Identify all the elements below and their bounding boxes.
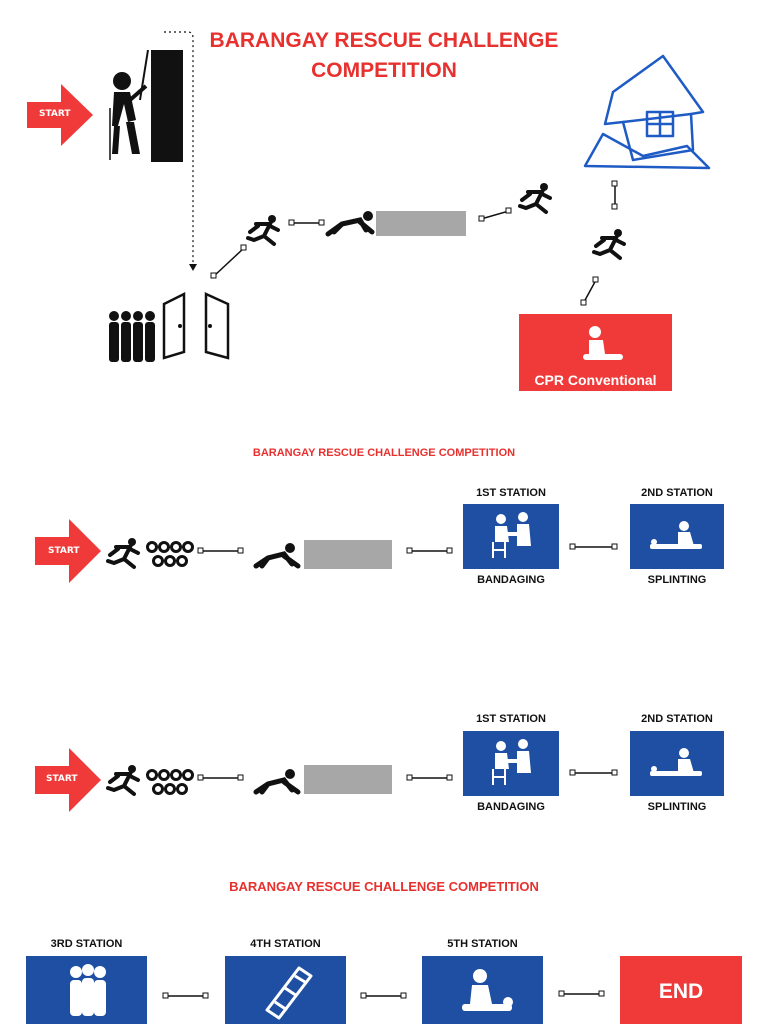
connector [569, 543, 618, 550]
station2-label: SPLINTING [647, 801, 707, 813]
section1-title-line2: COMPETITION [311, 59, 457, 82]
splinting-icon [650, 748, 702, 776]
station2-label: SPLINTING [647, 574, 707, 586]
bandaging-icon [492, 739, 531, 785]
station1-label: BANDAGING [477, 801, 545, 813]
station2-box [630, 731, 724, 796]
tires-icon [146, 541, 194, 567]
connector [406, 774, 453, 781]
crawler-icon [325, 211, 375, 237]
collapsed-house-icon [583, 54, 711, 170]
start-label: START [46, 774, 78, 784]
connector [569, 769, 618, 776]
station4-heading: 4TH STATION [250, 938, 321, 950]
section4-title: BARANGAY RESCUE CHALLENGE COMPETITION [229, 879, 539, 894]
cpr-station-box: CPR Conventional [519, 314, 672, 391]
section1-title-line1: BARANGAY RESCUE CHALLENGE [209, 29, 559, 52]
connector [288, 219, 325, 226]
cpr-label: CPR Conventional [534, 372, 657, 388]
start-arrow [27, 84, 93, 146]
start-label: START [48, 546, 80, 556]
group-carry-icon [70, 964, 106, 1016]
crowd-doors-icon [109, 291, 230, 362]
cpr-icon [462, 969, 513, 1011]
start-arrow [35, 748, 101, 812]
connector [210, 244, 247, 279]
station5-heading: 5TH STATION [447, 938, 518, 950]
station3-heading: 3RD STATION [50, 938, 123, 950]
crawler-icon [253, 769, 301, 795]
descent-path [164, 31, 197, 271]
section1-title: BARANGAY RESCUE CHALLENGE COMPETITION [180, 26, 588, 86]
runner-icon [106, 538, 140, 569]
station2-heading: 2ND STATION [641, 713, 713, 725]
crawl-tunnel [376, 211, 466, 236]
cpr-icon [583, 326, 623, 360]
bandaging-icon [492, 512, 531, 558]
runner-icon [246, 215, 280, 246]
station1-box [463, 504, 559, 569]
climber-wall-icon [109, 49, 183, 162]
station2-heading: 2ND STATION [641, 487, 713, 499]
connector [360, 992, 407, 999]
station4-box [225, 956, 346, 1024]
station1-label: BANDAGING [477, 574, 545, 586]
connector [478, 207, 512, 222]
runner-icon [106, 765, 140, 796]
station1-heading: 1ST STATION [476, 487, 546, 499]
spine-board-icon [265, 966, 313, 1020]
start-arrow [35, 519, 101, 583]
end-label: END [658, 980, 704, 1003]
runner-icon [518, 183, 552, 214]
station1-box [463, 731, 559, 796]
crawl-tunnel [304, 765, 392, 794]
splinting-icon [650, 521, 702, 549]
station2-box [630, 504, 724, 569]
connector [162, 992, 209, 999]
crawl-tunnel [304, 540, 392, 569]
station1-heading: 1ST STATION [476, 713, 546, 725]
connector [580, 276, 599, 306]
connector [406, 547, 453, 554]
crawler-icon [253, 543, 301, 569]
runner-icon [592, 229, 626, 260]
connector [558, 990, 605, 997]
start-label: START [39, 109, 71, 119]
station3-box [26, 956, 147, 1024]
tires-icon [146, 769, 194, 795]
connector [611, 180, 618, 210]
station5-box [422, 956, 543, 1024]
section2-title: BARANGAY RESCUE CHALLENGE COMPETITION [252, 447, 516, 459]
connector [197, 547, 244, 554]
connector [197, 774, 244, 781]
end-box: END [620, 956, 742, 1024]
